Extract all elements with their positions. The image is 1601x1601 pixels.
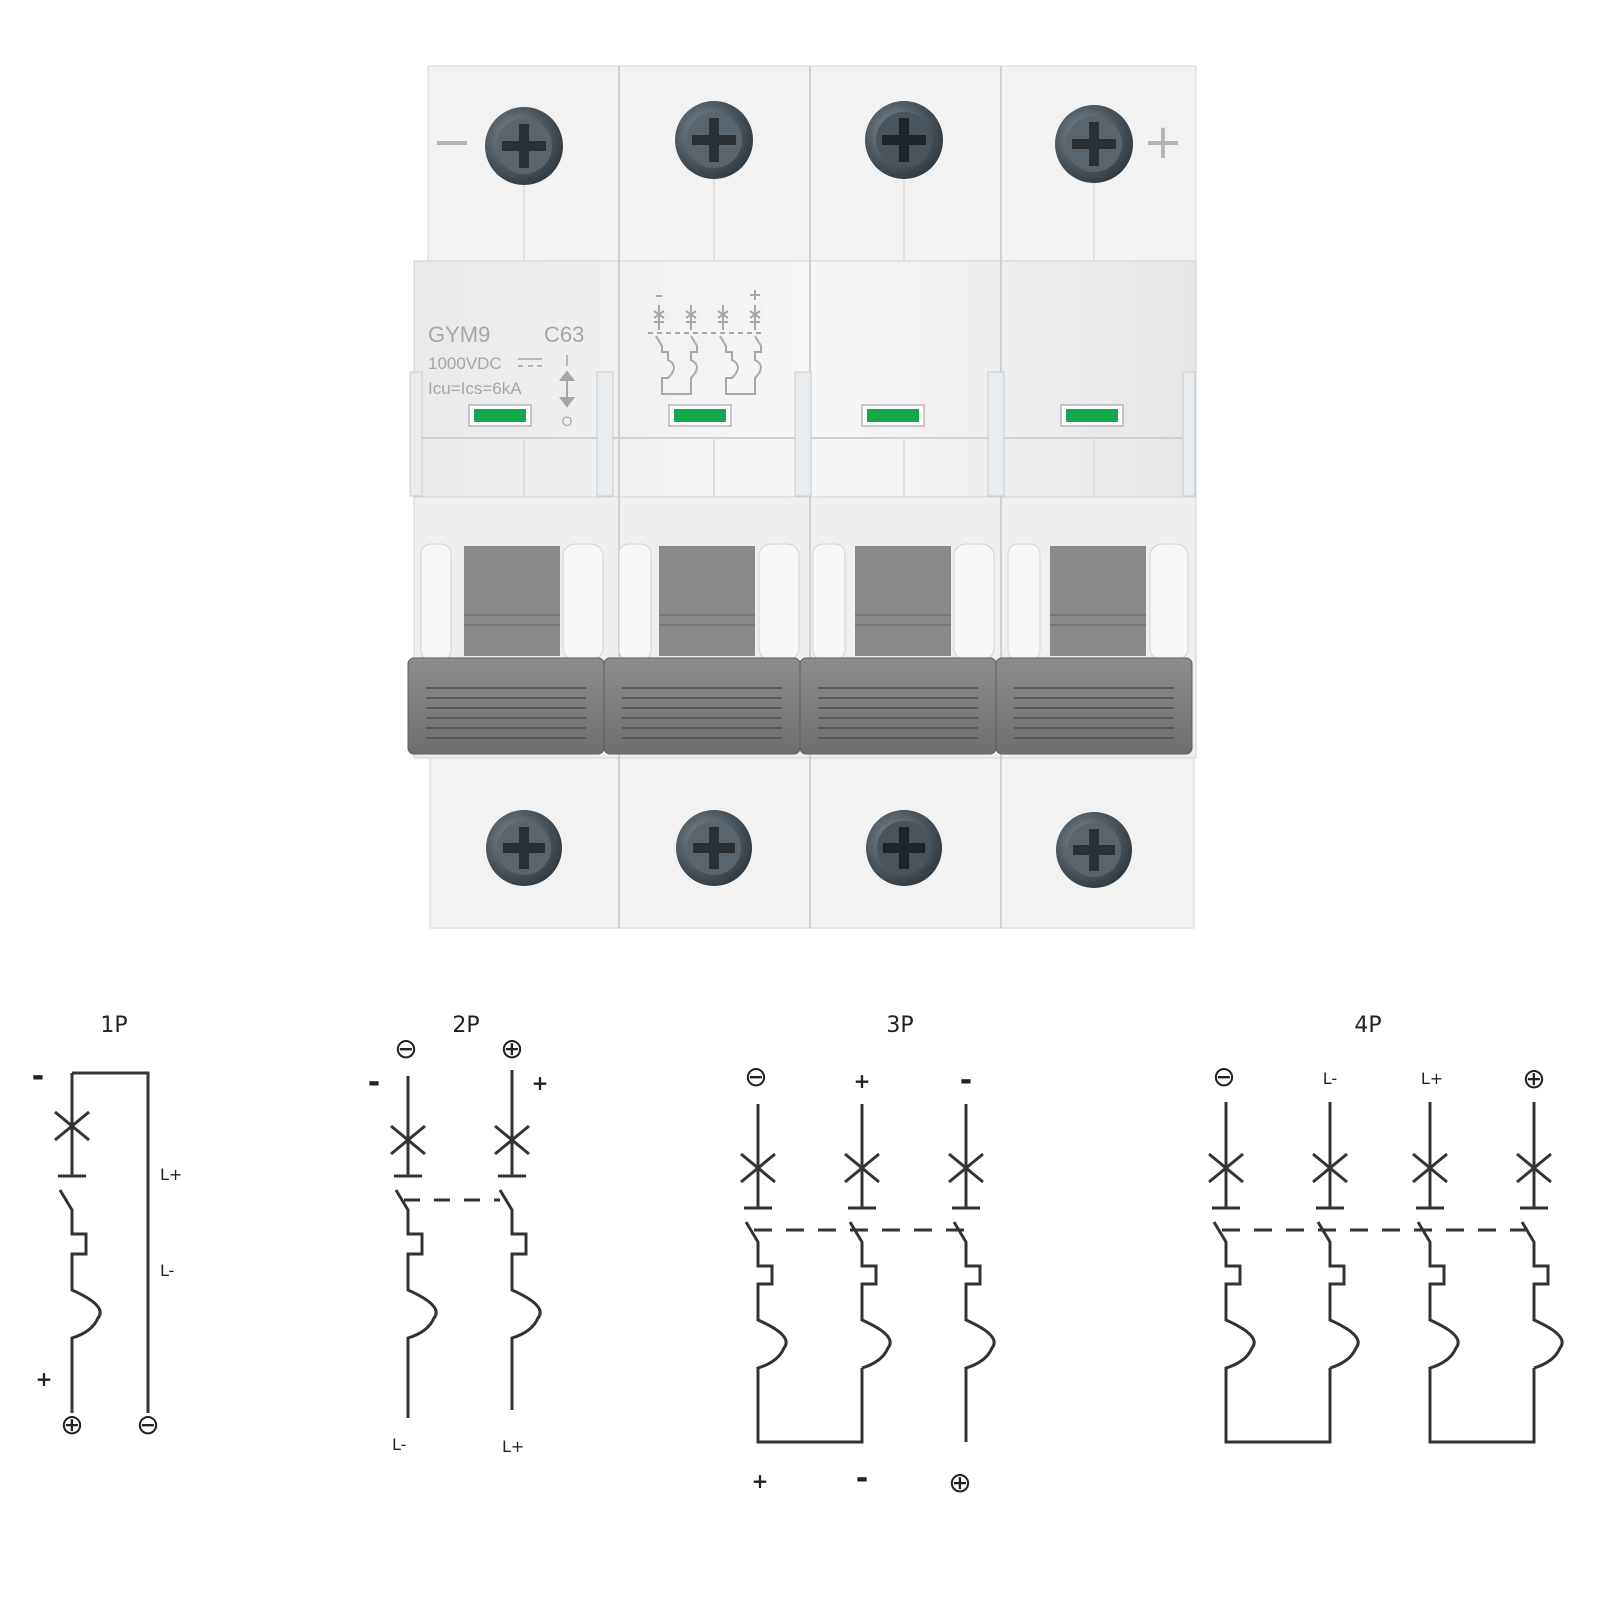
terminal-label: -	[32, 1059, 44, 1094]
terminal-label: L-	[1323, 1069, 1337, 1088]
screw-icon	[676, 810, 752, 886]
indicator-window	[474, 409, 526, 422]
terminal-label: -	[960, 1063, 972, 1098]
polarity-plus-label: +	[1143, 114, 1183, 170]
handle-stems	[464, 546, 1146, 656]
diagram-title: 4P	[1354, 1013, 1381, 1038]
screw-icon	[866, 810, 942, 886]
on-off-arrow-icon	[559, 370, 575, 408]
terminal-label: -	[856, 1461, 868, 1496]
terminal-label: L+	[1421, 1069, 1443, 1088]
indicator-window	[867, 409, 919, 422]
circuit-breaker: − + GYM9 C63 1000VDC Icu=Ics=6kA I O	[407, 65, 1197, 929]
screw-icon	[675, 101, 753, 179]
terminal-plus-icon: ⊕	[60, 1408, 83, 1441]
diagram-4p	[1208, 1102, 1564, 1444]
breaking-capacity-label: Icu=Ics=6kA	[428, 379, 522, 398]
terminal-minus-icon: ⊖	[744, 1060, 767, 1093]
screw-icon	[865, 101, 943, 179]
diagram-labels: 1P - L+ L- + ⊕ ⊖ 2P ⊖ ⊕ - + L- L+ 3P ⊖ +…	[32, 1013, 1546, 1499]
handle-slots	[420, 543, 1189, 661]
side-clips	[409, 371, 1196, 497]
terminal-label: +	[36, 1367, 53, 1391]
diagram-3p	[740, 1104, 996, 1444]
on-mark-label: I	[565, 353, 569, 370]
terminal-label: L-	[392, 1435, 406, 1454]
diagram-2p	[390, 1070, 542, 1418]
trip-indicators	[468, 404, 1124, 427]
indicator-window	[1066, 409, 1118, 422]
screw-icon	[486, 810, 562, 886]
terminal-label: +	[854, 1069, 871, 1093]
terminal-minus-icon: ⊖	[394, 1032, 417, 1065]
diagram-1p	[54, 1071, 150, 1413]
off-mark-label: O	[562, 413, 573, 429]
diagram-title: 1P	[100, 1013, 127, 1038]
screw-icon	[1055, 105, 1133, 183]
terminal-label: L+	[502, 1437, 524, 1456]
terminal-plus-icon: ⊕	[948, 1466, 971, 1499]
screw-icon	[1056, 812, 1132, 888]
indicator-window	[674, 409, 726, 422]
dc-symbol-icon	[518, 358, 542, 367]
bottom-screws	[486, 810, 1132, 888]
curve-rating-label: C63	[544, 322, 584, 347]
terminal-label: L+	[160, 1165, 182, 1184]
wiring-diagrams	[54, 1070, 1564, 1444]
screw-icon	[485, 107, 563, 185]
toggle-handle[interactable]	[407, 657, 1193, 755]
handle-stem-lines	[464, 614, 1146, 626]
diagram-title: 3P	[886, 1013, 913, 1038]
model-label: GYM9	[428, 322, 490, 347]
printed-schematic-icon	[648, 290, 762, 395]
terminal-plus-icon: ⊕	[1522, 1062, 1545, 1095]
terminal-label: L-	[160, 1261, 174, 1280]
terminal-minus-icon: ⊖	[136, 1408, 159, 1441]
terminal-label: -	[368, 1065, 380, 1100]
top-screws	[485, 101, 1133, 185]
terminal-label: +	[752, 1469, 769, 1493]
polarity-minus-label: −	[432, 114, 472, 170]
diagram-title: 2P	[452, 1013, 479, 1038]
terminal-minus-icon: ⊖	[1212, 1060, 1235, 1093]
voltage-label: 1000VDC	[428, 354, 502, 373]
terminal-label: +	[532, 1071, 549, 1095]
terminal-plus-icon: ⊕	[500, 1032, 523, 1065]
